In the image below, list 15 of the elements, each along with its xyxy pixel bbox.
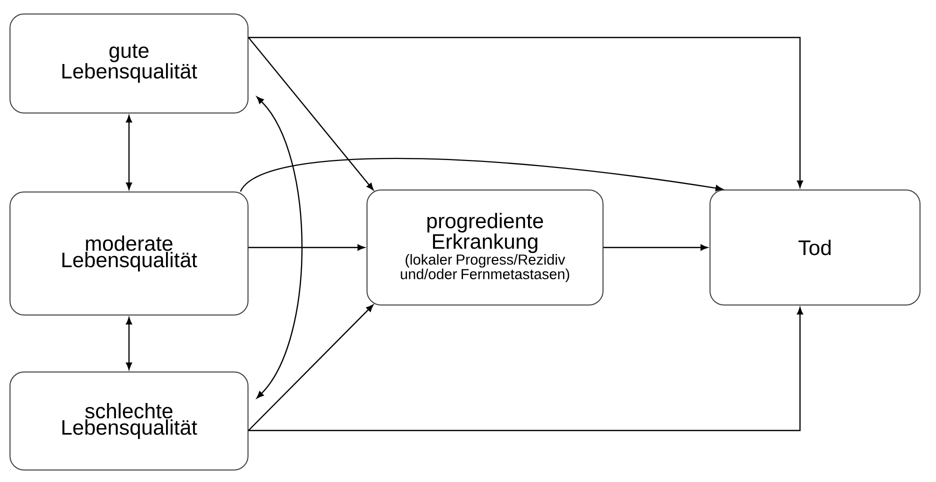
state-box: moderate Lebensqualität [10, 192, 248, 316]
arrow [256, 96, 303, 398]
arrow [248, 244, 365, 251]
state-box: Tod [710, 190, 920, 306]
arrow [248, 36, 804, 188]
arrow [248, 304, 374, 431]
arrow [240, 158, 723, 192]
arrow [126, 115, 132, 190]
arrow [248, 37, 374, 190]
state-box: gute Lebensqualität [10, 14, 248, 114]
state-box: schlechte Lebensqualität [10, 372, 248, 470]
arrow [126, 317, 132, 370]
state-box: progrediente Erkrankung (lokaler Progress/Rezidiv und/oder Fernmetastasen) [366, 190, 604, 306]
arrow [248, 307, 804, 432]
arrow [604, 244, 708, 251]
